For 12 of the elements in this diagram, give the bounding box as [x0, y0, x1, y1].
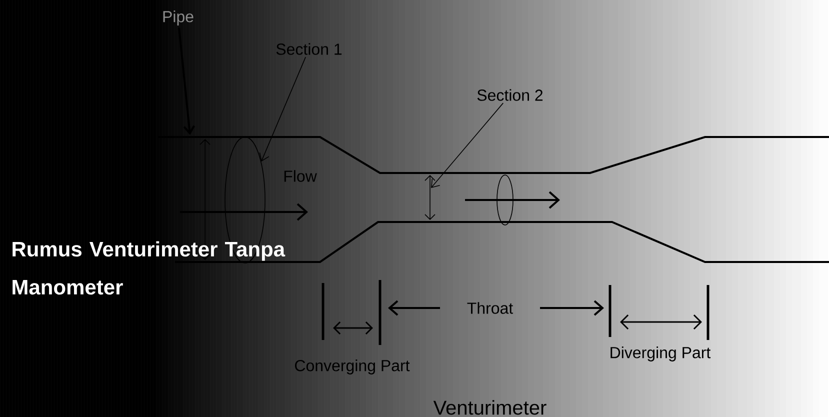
part-label: Converging Part: [295, 360, 410, 374]
part-label: Flow: [284, 170, 317, 182]
part-label: Throat: [467, 302, 513, 314]
callout-label: Section 1: [276, 43, 342, 55]
caption: Venturimeter: [433, 400, 546, 415]
callout-label: Section 2: [477, 89, 543, 101]
leader-line: [431, 102, 504, 188]
part-label: Diverging Part: [610, 346, 711, 362]
leader-line: [259, 56, 306, 162]
callout-label: Pipe: [163, 10, 194, 26]
section-ellipse: [496, 174, 514, 226]
title: Rumus Venturimeter Tanpa Manometer: [12, 241, 286, 295]
